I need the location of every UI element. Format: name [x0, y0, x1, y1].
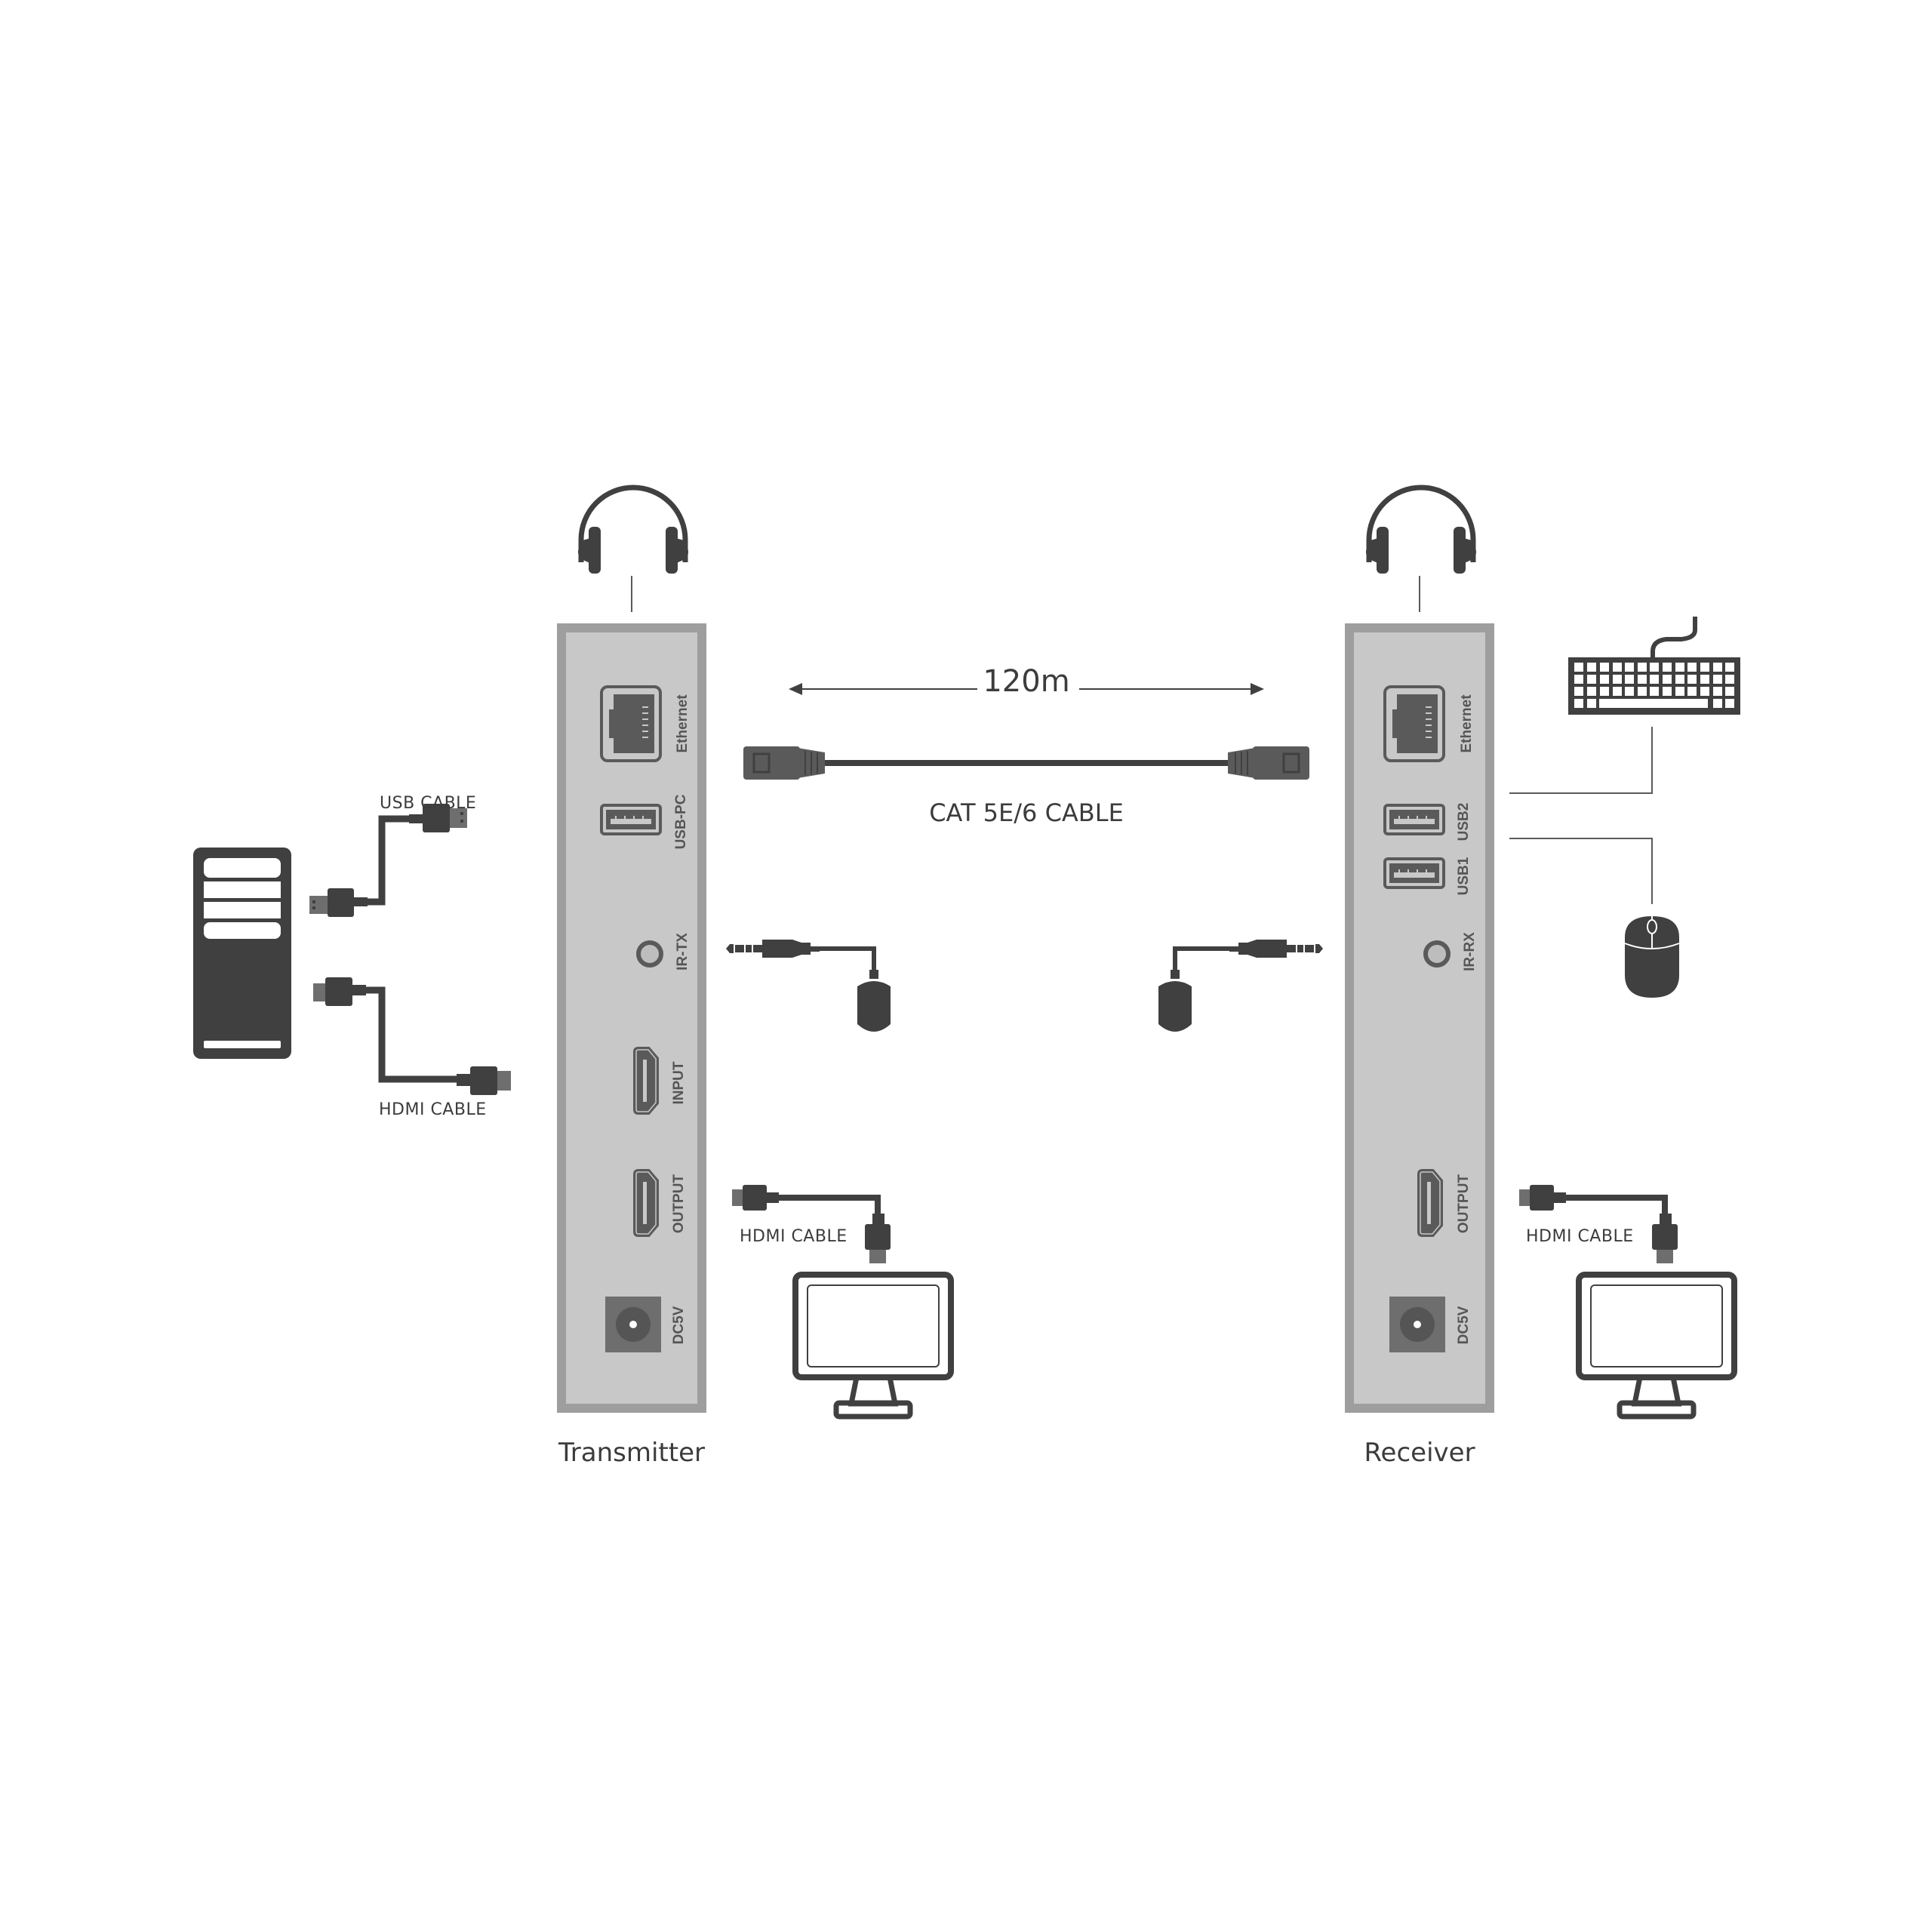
- dc-power-port-icon[interactable]: [1389, 1297, 1445, 1352]
- pc-tower-icon: [193, 848, 291, 1059]
- output-port-label: OUTPUT: [671, 1174, 687, 1234]
- hdmi-output-port-icon[interactable]: [632, 1168, 661, 1238]
- mouse-icon: [1624, 916, 1680, 998]
- ir-sensor-icon: [726, 940, 891, 1032]
- receiver-device: [1345, 623, 1494, 1413]
- usb-pc-port-label: USB-PC: [673, 794, 689, 850]
- ir-rx-port-icon[interactable]: [1423, 940, 1451, 968]
- usb1-port-icon[interactable]: [1383, 857, 1445, 889]
- usb2-port-icon[interactable]: [1383, 804, 1445, 835]
- usb-pc-port-icon[interactable]: [600, 804, 662, 835]
- usb2-port-label: USB2: [1456, 802, 1472, 841]
- usb-cable: [309, 804, 467, 917]
- ir-tx-port-icon[interactable]: [636, 940, 663, 968]
- output-port-label: OUTPUT: [1456, 1174, 1472, 1234]
- monitor-icon: [1576, 1272, 1737, 1420]
- cat-cable-label: CAT 5E/6 CABLE: [929, 798, 1124, 827]
- distance-arrow: [789, 683, 1264, 695]
- ethernet-port-icon[interactable]: [600, 685, 662, 762]
- usb-cable-label: USB CABLE: [380, 794, 477, 813]
- ir-tx-port-label: IR-TX: [675, 933, 691, 971]
- ethernet-port-icon[interactable]: [1383, 685, 1445, 762]
- dc-pin: [629, 1321, 637, 1328]
- dc-pin: [1414, 1321, 1421, 1328]
- headphones-connector-line: [631, 576, 632, 612]
- input-port-label: INPUT: [671, 1061, 687, 1105]
- hdmi-output-port-icon[interactable]: [1417, 1168, 1445, 1238]
- hdmi-output-cable: [1519, 1185, 1678, 1263]
- transmitter-device: [557, 623, 706, 1413]
- keyboard-connector-line-v: [1651, 727, 1653, 794]
- hdmi-input-cable: [313, 977, 511, 1095]
- ethernet-port-label: Ethernet: [1459, 694, 1475, 753]
- hdmi-input-port-icon[interactable]: [632, 1046, 661, 1115]
- hdmi-output-cable-label: HDMI CABLE: [1526, 1227, 1634, 1246]
- dc5v-port-label: DC5V: [1456, 1306, 1472, 1345]
- usb1-port-label: USB1: [1456, 857, 1472, 896]
- headphones-icon: [1366, 485, 1476, 574]
- cat-cable: [743, 746, 1309, 780]
- hdmi-output-cable: [732, 1185, 891, 1263]
- transmitter-caption: Transmitter: [558, 1438, 705, 1468]
- keyboard-connector-line-h: [1509, 792, 1653, 794]
- dc5v-port-label: DC5V: [671, 1306, 687, 1345]
- ir-sensor-icon: [1158, 940, 1323, 1032]
- distance-label: 120m: [983, 664, 1070, 699]
- ir-rx-port-label: IR-RX: [1462, 932, 1478, 971]
- mouse-connector-line-v: [1651, 838, 1653, 904]
- hdmi-input-cable-label: HDMI CABLE: [379, 1100, 487, 1119]
- hdmi-output-cable-label: HDMI CABLE: [740, 1227, 848, 1246]
- receiver-caption: Receiver: [1364, 1438, 1475, 1468]
- mouse-connector-line-h: [1509, 838, 1653, 839]
- dc-power-port-icon[interactable]: [605, 1297, 661, 1352]
- headphones-connector-line: [1419, 576, 1420, 612]
- monitor-icon: [792, 1272, 954, 1420]
- headphones-icon: [578, 485, 688, 574]
- ethernet-port-label: Ethernet: [675, 694, 691, 753]
- keyboard-icon: [1568, 617, 1740, 715]
